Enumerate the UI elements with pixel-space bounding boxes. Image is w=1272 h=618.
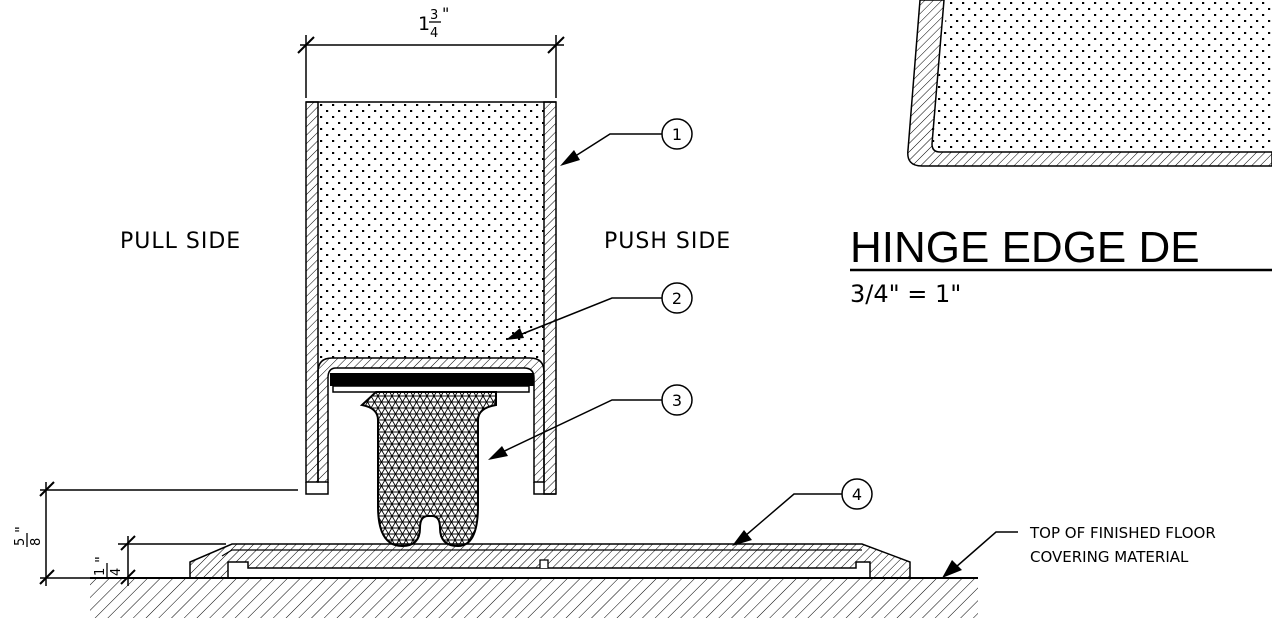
pull-side-label: PULL SIDE	[120, 229, 241, 254]
callout-3: 3	[488, 384, 693, 460]
floor-note-line-2: COVERING MATERIAL	[1030, 548, 1189, 566]
callout-2: 2	[506, 282, 693, 340]
door-width-numerator: 3	[430, 8, 438, 23]
callout-1: 1	[560, 118, 693, 166]
callout-1-number: 1	[672, 125, 682, 144]
detail-scale: 3/4" = 1"	[850, 280, 961, 308]
door-width-dimension: 1 3 4 "	[297, 4, 565, 98]
sweep-retainer	[330, 373, 534, 386]
gap-height-numerator: 5	[13, 538, 28, 546]
threshold-height-inch-mark: "	[92, 556, 110, 563]
door-width-inch-mark: "	[442, 4, 449, 23]
door-core	[318, 102, 544, 372]
floor-note-line-1: TOP OF FINISHED FLOOR	[1029, 524, 1216, 542]
gap-height-inch-mark: "	[12, 526, 30, 533]
door-section	[305, 101, 557, 548]
callout-2-number: 2	[672, 289, 682, 308]
callout-4-number: 4	[852, 485, 862, 504]
gap-height-denominator: 8	[29, 538, 44, 546]
hinge-edge-skin	[907, 0, 1272, 167]
door-width-whole: 1	[418, 13, 430, 35]
threshold-height-numerator: 1	[93, 568, 108, 576]
callout-4: 4	[732, 478, 873, 546]
hinge-edge-core	[930, 0, 1272, 150]
threshold-height-denominator: 4	[109, 568, 124, 576]
floor-note: TOP OF FINISHED FLOOR COVERING MATERIAL	[942, 524, 1216, 578]
door-sweep	[359, 391, 497, 548]
callout-3-number: 3	[672, 391, 682, 410]
floor	[90, 577, 978, 618]
door-width-denominator: 4	[430, 26, 438, 41]
door-face-right	[543, 101, 557, 495]
push-side-label: PUSH SIDE	[604, 229, 731, 254]
detail-title: HINGE EDGE DE	[850, 223, 1200, 272]
height-dimensions: 5 8 " 1 4 "	[12, 481, 298, 586]
threshold	[189, 543, 911, 579]
door-face-left	[305, 101, 319, 483]
hinge-edge-detail	[907, 0, 1272, 167]
floor-hatch	[90, 578, 978, 618]
